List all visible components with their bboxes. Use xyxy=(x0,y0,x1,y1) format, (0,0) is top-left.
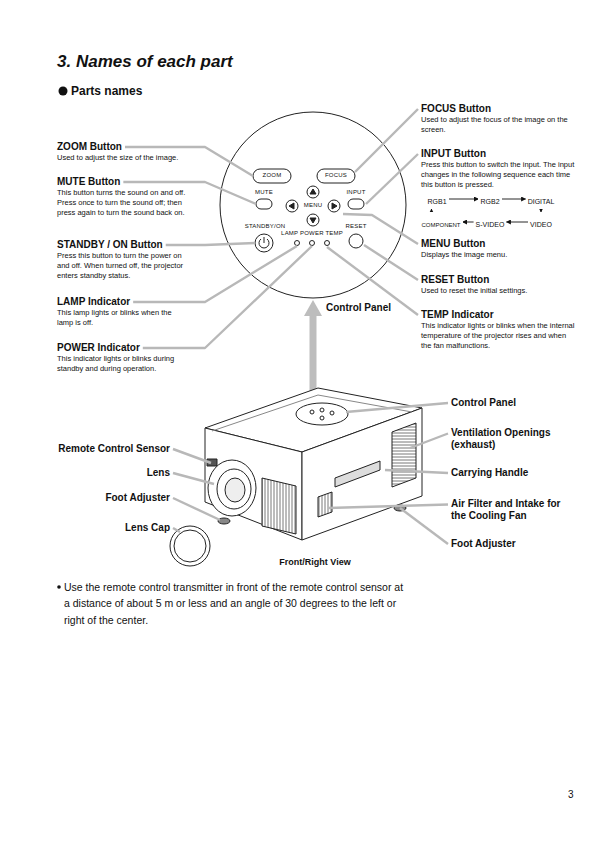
part-description: Used to reset the initial settings. xyxy=(421,286,571,296)
part-name: Remote Control Sensor xyxy=(58,443,170,455)
part-heading: STANDBY / ON Button xyxy=(57,239,163,251)
input-step: VIDEO xyxy=(528,212,554,232)
input-step: COMPONENT xyxy=(420,212,463,232)
part-description: Press this button to turn the power on a… xyxy=(57,251,192,281)
view-caption: Front/Right View xyxy=(279,557,350,568)
part-description: This lamp lights or blinks when the lamp… xyxy=(57,308,187,328)
sequence-arrow xyxy=(463,222,474,223)
input-name: RGB2 xyxy=(480,198,499,205)
part-description: Used to adjust the focus of the image on… xyxy=(421,115,571,135)
sequence-arrow xyxy=(506,222,528,223)
projector-figure xyxy=(170,388,422,566)
leader-line xyxy=(173,498,220,520)
input-step: S-VIDEO xyxy=(474,212,507,232)
part-description: Used to adjust the size of the image. xyxy=(57,153,197,163)
part-heading: FOCUS Button xyxy=(421,103,491,115)
part-name: Foot Adjuster xyxy=(451,538,516,550)
bullet xyxy=(59,87,68,96)
leader-line xyxy=(173,449,211,463)
part-description: This indicator lights or blinks when the… xyxy=(421,321,576,351)
input-step: RGB2 xyxy=(478,189,501,209)
part-heading: RESET Button xyxy=(421,274,489,286)
part-description: This indicator lights or blinks during s… xyxy=(57,354,187,374)
button-label: RESET xyxy=(345,223,366,230)
input-name: COMPONENT xyxy=(422,222,461,228)
part-heading: MENU Button xyxy=(421,238,485,250)
part-heading: MUTE Button xyxy=(57,176,120,188)
button-label: FOCUS xyxy=(325,172,347,179)
input-name: S-VIDEO xyxy=(476,221,505,228)
leader-line xyxy=(385,470,448,473)
part-name: Lens Cap xyxy=(125,522,170,534)
input-name: DIGITAL xyxy=(528,198,555,205)
part-name: Control Panel xyxy=(451,397,516,409)
input-step: RGB1 xyxy=(425,189,448,209)
part-heading: ZOOM Button xyxy=(57,141,122,153)
part-name: Lens xyxy=(147,467,170,479)
bullet xyxy=(57,585,61,589)
leader-line xyxy=(173,473,214,484)
button-label: MENU xyxy=(304,202,322,209)
sequence-arrow xyxy=(502,199,526,200)
leader-line xyxy=(327,247,418,315)
sequence-arrow xyxy=(449,199,479,200)
leader-line xyxy=(410,434,448,449)
page-number: 3 xyxy=(568,789,574,801)
input-name: VIDEO xyxy=(530,221,552,228)
part-heading: LAMP Indicator xyxy=(57,296,130,308)
section-heading: Parts names xyxy=(71,84,142,98)
leader-line xyxy=(343,214,418,244)
part-name: Foot Adjuster xyxy=(105,492,170,504)
page-title: 3. Names of each part xyxy=(57,52,233,72)
part-heading: INPUT Button xyxy=(421,148,486,160)
part-description: Displays the image menu. xyxy=(421,250,571,260)
figure-label: Control Panel xyxy=(326,302,391,314)
indicator-label: LAMP POWER TEMP xyxy=(281,230,343,237)
control-panel-figure xyxy=(220,112,406,298)
leader-line xyxy=(364,245,418,280)
part-name: Air Filter and Intake for the Cooling Fa… xyxy=(451,498,576,522)
input-step: DIGITAL xyxy=(526,189,557,209)
leader-line xyxy=(328,505,448,509)
leader-line xyxy=(366,154,418,204)
button-label: MUTE xyxy=(255,189,273,196)
part-name: Ventilation Openings (exhaust) xyxy=(451,427,581,451)
part-description: Press this button to switch the input. T… xyxy=(421,160,576,190)
part-description: This button turns the sound on and off. … xyxy=(57,188,192,218)
part-heading: TEMP Indicator xyxy=(421,309,494,321)
button-label: ZOOM xyxy=(263,172,282,179)
leader-line xyxy=(346,403,448,412)
leader-line xyxy=(166,243,255,245)
part-heading: POWER Indicator xyxy=(57,342,140,354)
button-label: STANDBY/ON xyxy=(245,223,286,230)
part-name: Carrying Handle xyxy=(451,467,528,479)
note: Use the remote control transmitter in fr… xyxy=(64,579,409,628)
button-label: INPUT xyxy=(347,189,366,196)
leader-line xyxy=(173,528,180,532)
input-name: RGB1 xyxy=(427,198,446,205)
leader-line xyxy=(400,508,448,544)
